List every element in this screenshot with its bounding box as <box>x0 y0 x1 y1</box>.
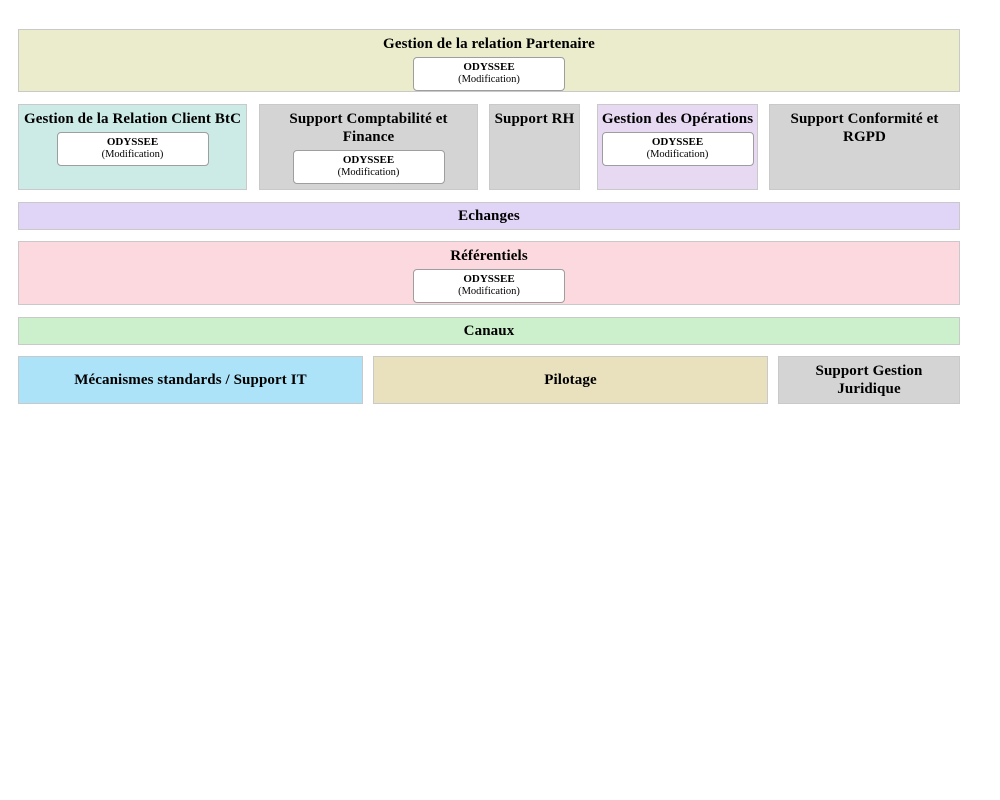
capability-block-canaux[interactable]: Canaux <box>18 317 960 345</box>
application-name: ODYSSEE <box>463 273 515 285</box>
capability-block-support-conformite-rgpd[interactable]: Support Conformité et RGPD <box>769 104 960 190</box>
application-button-odyssee[interactable]: ODYSSEE(Modification) <box>292 150 445 184</box>
capability-block-support-rh[interactable]: Support RH <box>489 104 580 190</box>
application-name: ODYSSEE <box>342 154 395 166</box>
capability-block-title: Référentiels <box>450 248 528 264</box>
capability-block-title: Echanges <box>458 208 520 224</box>
application-button-odyssee[interactable]: ODYSSEE(Modification) <box>413 269 565 303</box>
application-name: ODYSSEE <box>651 136 704 148</box>
application-state: (Modification) <box>101 149 164 160</box>
capability-block-title: Gestion de la relation Partenaire <box>383 36 595 52</box>
capability-block-title: Gestion de la Relation Client BtC <box>23 111 242 127</box>
application-button-odyssee[interactable]: ODYSSEE(Modification) <box>601 132 754 166</box>
application-name: ODYSSEE <box>463 61 515 73</box>
capability-block-echanges[interactable]: Echanges <box>18 202 960 230</box>
capability-block-title: Mécanismes standards / Support IT <box>74 372 307 388</box>
capability-block-mecanismes-standards-support-it[interactable]: Mécanismes standards / Support IT <box>18 356 363 404</box>
capability-block-title: Support Comptabilité et Finance <box>289 111 448 145</box>
application-button-odyssee[interactable]: ODYSSEE(Modification) <box>56 132 209 166</box>
capability-block-gestion-relation-client-btc[interactable]: Gestion de la Relation Client BtC ODYSSEE… <box>18 104 247 190</box>
application-state: (Modification) <box>458 74 520 85</box>
capability-block-title: Gestion des Opérations <box>601 111 754 127</box>
capability-block-title: Support Conformité et RGPD <box>790 111 939 145</box>
application-state: (Modification) <box>337 167 400 178</box>
capability-block-title: Pilotage <box>544 372 597 388</box>
capability-block-title: Support Gestion Juridique <box>815 363 923 397</box>
application-button-odyssee[interactable]: ODYSSEE(Modification) <box>413 57 565 91</box>
application-state: (Modification) <box>646 149 709 160</box>
capability-block-title: Support RH <box>494 111 575 127</box>
capability-block-pilotage[interactable]: Pilotage <box>373 356 768 404</box>
capability-block-title: Canaux <box>463 323 515 339</box>
application-name: ODYSSEE <box>106 136 159 148</box>
application-state: (Modification) <box>458 286 520 297</box>
capability-block-support-gestion-juridique[interactable]: Support Gestion Juridique <box>778 356 960 404</box>
